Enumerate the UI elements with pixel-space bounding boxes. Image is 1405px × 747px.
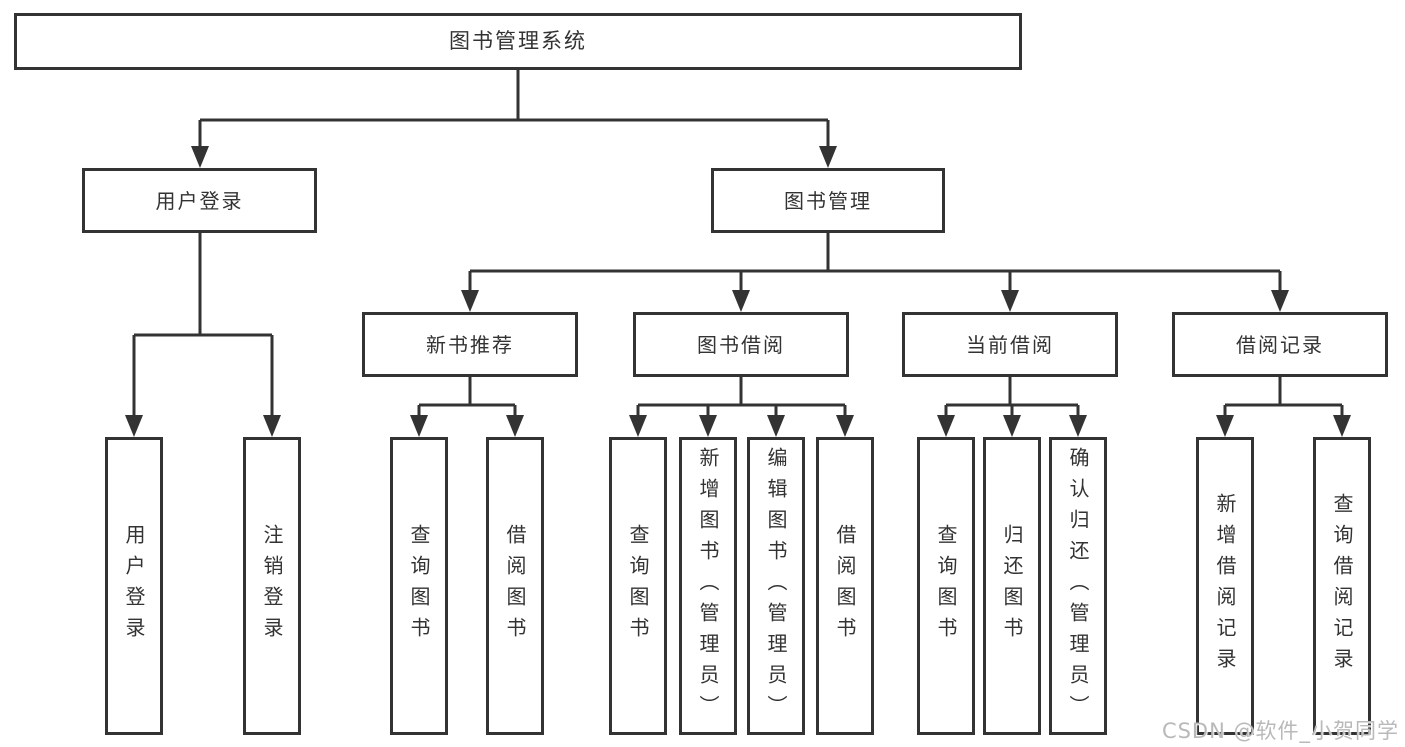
node-label: 借阅图书 [503,524,527,648]
node-label: 注销登录 [260,524,284,648]
node-query-borrow-record: 查询借阅记录 [1313,437,1371,735]
connector-book-management-children [468,233,1282,293]
arrowhead [1271,290,1289,312]
node-book-borrowing: 图书借阅 [633,312,849,377]
node-query-books-current: 查询图书 [917,437,975,735]
arrowhead [1216,415,1234,437]
node-borrowing-records: 借阅记录 [1172,312,1388,377]
node-add-borrow-record: 新增借阅记录 [1196,437,1254,735]
node-book-management: 图书管理 [711,168,945,233]
node-borrow-books-recommend: 借阅图书 [486,437,544,735]
node-library-management-system: 图书管理系统 [14,13,1022,70]
node-new-book-recommendation: 新书推荐 [362,312,578,377]
arrowhead [699,415,717,437]
node-user-login: 用户登录 [82,168,317,233]
arrowhead [1003,415,1021,437]
connector-user-login-children [132,233,274,417]
csdn-watermark: CSDN @软件_小贺同学 [1161,719,1399,743]
node-label: 借阅图书 [833,524,857,648]
node-borrow-books: 借阅图书 [816,437,874,735]
node-label: 图书管理 [784,188,872,213]
node-label: 确认归还（管理员） [1066,446,1090,726]
node-user-login-action: 用户登录 [105,437,163,735]
arrowhead [461,290,479,312]
connector-root-to-level1 [198,70,830,148]
node-label: 新书推荐 [426,332,514,357]
node-label: 新增图书（管理员） [696,446,720,726]
node-current-borrowing: 当前借阅 [902,312,1118,377]
node-label: 用户登录 [122,524,146,648]
arrowhead [767,415,785,437]
node-label: 当前借阅 [966,332,1054,357]
connector-current-borrow-children [944,377,1080,417]
node-query-books-recommend: 查询图书 [390,437,448,735]
node-label: 查询借阅记录 [1330,493,1354,679]
node-label: 查询图书 [407,524,431,648]
node-label: 新增借阅记录 [1213,493,1237,679]
node-logout: 注销登录 [243,437,301,735]
arrowhead [937,415,955,437]
arrowhead [732,290,750,312]
node-label: 归还图书 [1000,524,1024,648]
arrowhead [263,415,281,437]
node-confirm-return-admin: 确认归还（管理员） [1049,437,1107,735]
arrowhead [506,415,524,437]
arrowhead [410,415,428,437]
arrowhead [629,415,647,437]
arrowhead [1001,290,1019,312]
node-label: 借阅记录 [1236,332,1324,357]
node-query-books-borrow: 查询图书 [609,437,667,735]
arrowhead [819,146,837,168]
node-add-books-admin: 新增图书（管理员） [679,437,737,735]
arrowhead [125,415,143,437]
connector-book-borrow-children [636,377,847,417]
connector-new-book-children [417,377,517,417]
arrowhead [836,415,854,437]
connector-borrow-records-children [1223,377,1344,417]
node-label: 查询图书 [626,524,650,648]
arrowhead [1069,415,1087,437]
node-label: 图书管理系统 [449,29,587,53]
node-label: 图书借阅 [697,332,785,357]
arrowhead [191,146,209,168]
node-label: 查询图书 [934,524,958,648]
node-return-books: 归还图书 [983,437,1041,735]
node-edit-books-admin: 编辑图书（管理员） [747,437,805,735]
node-label: 编辑图书（管理员） [764,446,788,726]
node-label: 用户登录 [155,188,244,213]
arrowhead [1333,415,1351,437]
